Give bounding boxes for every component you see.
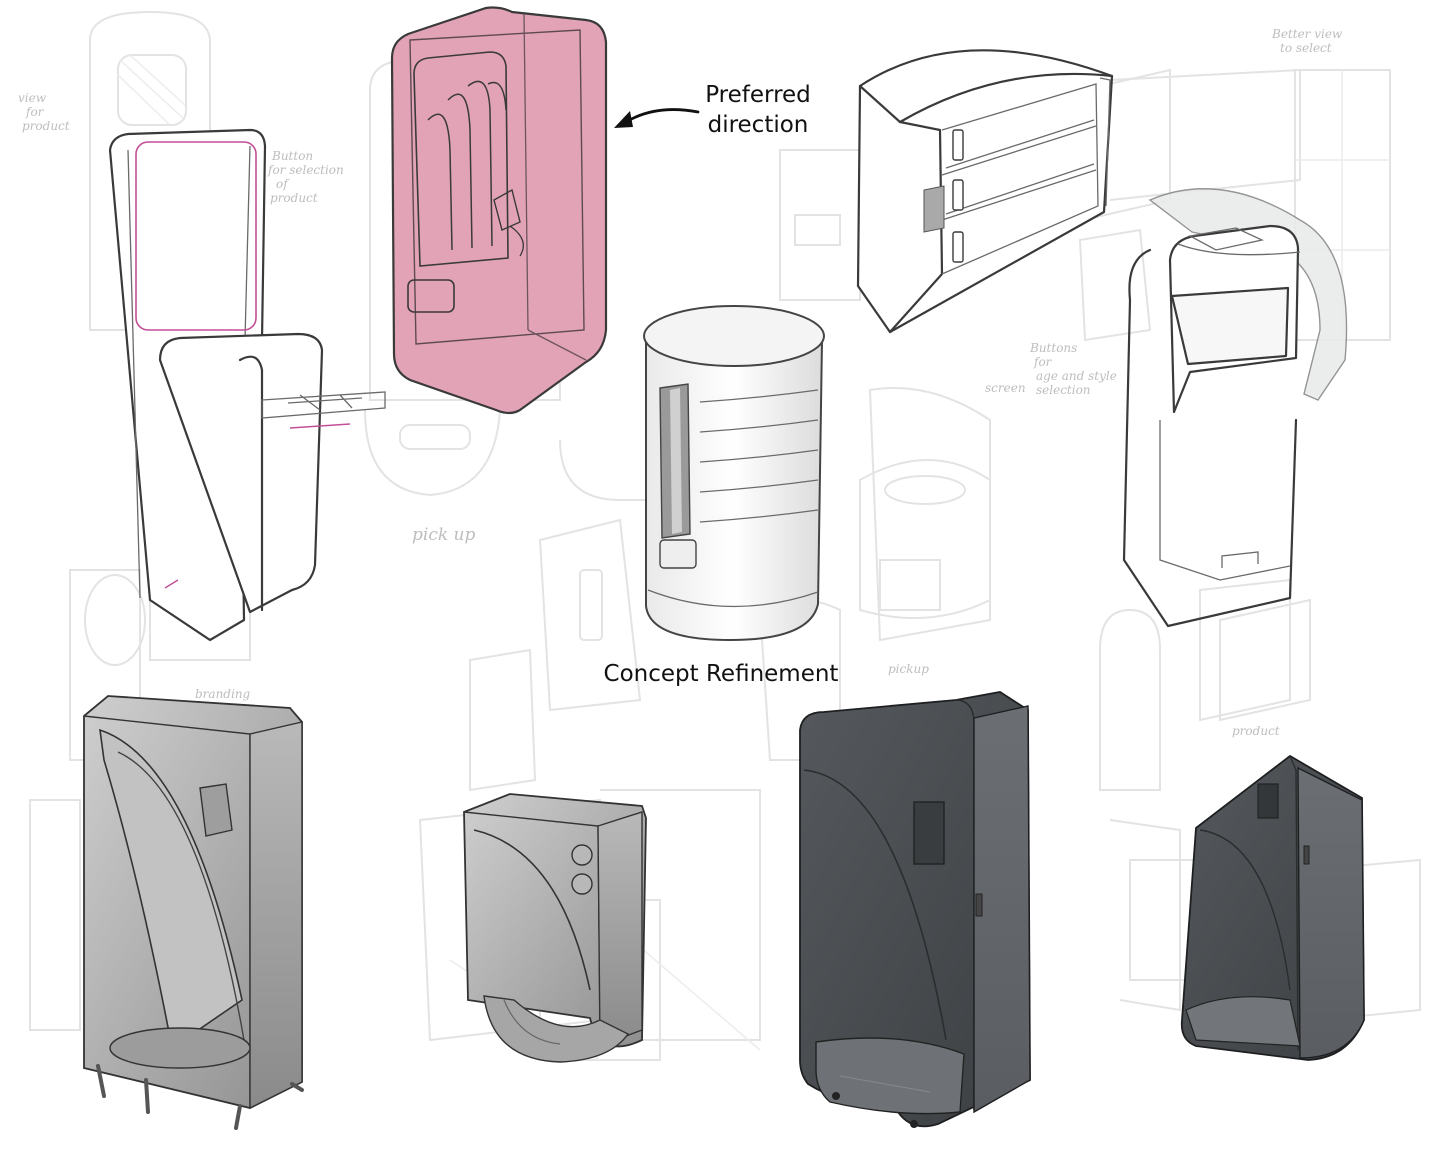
legged-cabinet-render bbox=[83, 695, 304, 1130]
small-dark-unit-render bbox=[1180, 754, 1365, 1061]
svg-text:product: product bbox=[270, 191, 318, 205]
sketch-notes: view for product Button for selection of… bbox=[18, 27, 1343, 738]
arrow-head bbox=[614, 111, 633, 128]
svg-text:for: for bbox=[1033, 355, 1053, 369]
svg-text:of: of bbox=[276, 177, 290, 191]
svg-text:product: product bbox=[1232, 724, 1280, 738]
svg-text:screen: screen bbox=[985, 381, 1026, 395]
svg-text:Button: Button bbox=[271, 149, 313, 163]
svg-text:for: for bbox=[25, 105, 45, 119]
canopy-kiosk-sketch bbox=[1122, 188, 1348, 628]
svg-text:selection: selection bbox=[1036, 383, 1091, 397]
svg-text:to select: to select bbox=[1280, 41, 1332, 55]
svg-text:view: view bbox=[18, 91, 47, 105]
tall-dark-unit-render bbox=[799, 691, 1031, 1128]
wall-mount-unit-render bbox=[463, 793, 647, 1063]
preferred-concept-sketch bbox=[390, 6, 608, 415]
preferred-direction-line-1: Preferred bbox=[705, 82, 811, 108]
preferred-direction-line-2: direction bbox=[707, 112, 809, 138]
svg-text:for selection: for selection bbox=[267, 163, 344, 177]
concept-refinement-label: Concept Refinement bbox=[603, 661, 839, 687]
svg-text:pickup: pickup bbox=[888, 662, 929, 676]
arched-cabinet-sketch bbox=[856, 49, 1114, 334]
svg-text:Buttons: Buttons bbox=[1029, 341, 1077, 355]
arrow-pointing-left-icon bbox=[624, 108, 700, 124]
tall-kiosk-sketch bbox=[108, 128, 386, 642]
svg-text:Better view: Better view bbox=[1271, 27, 1343, 41]
svg-text:age and style: age and style bbox=[1036, 369, 1117, 383]
svg-text:pick up: pick up bbox=[412, 525, 475, 545]
svg-text:product: product bbox=[22, 119, 70, 133]
preferred-direction-label: Preferred direction bbox=[694, 80, 822, 140]
cylinder-concept-sketch bbox=[643, 305, 825, 642]
svg-text:branding: branding bbox=[195, 687, 251, 701]
